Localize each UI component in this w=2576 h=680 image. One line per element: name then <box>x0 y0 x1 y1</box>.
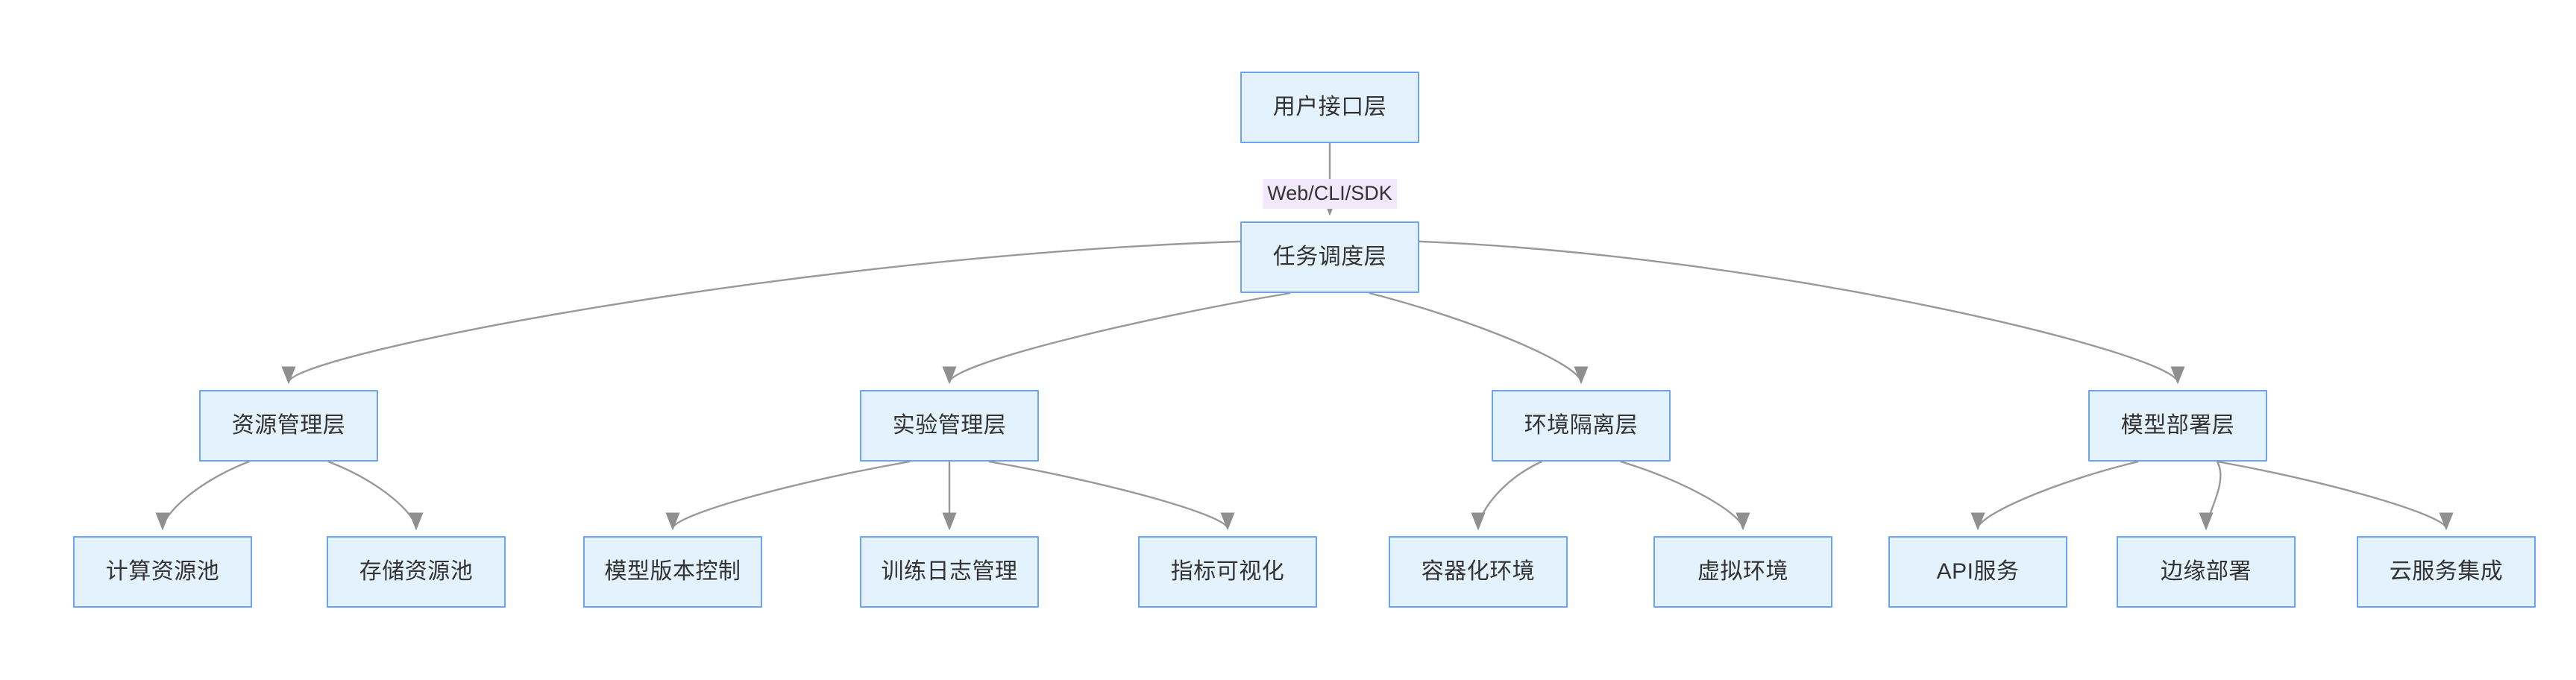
flow-node-n0[interactable]: 用户接口层 <box>1240 72 1419 143</box>
flow-node-label: 存储资源池 <box>359 559 474 584</box>
flow-node-label: 计算资源池 <box>105 559 220 584</box>
edge-n5-to-n14 <box>2199 461 2222 531</box>
flow-node-label: 环境隔离层 <box>1524 413 1639 438</box>
edge-n1-to-n5 <box>1419 240 2185 385</box>
flow-node-n12[interactable]: 虚拟环境 <box>1653 536 1832 608</box>
flow-node-n7[interactable]: 存储资源池 <box>327 536 506 608</box>
edge-n4-to-n12 <box>1620 460 1750 531</box>
flow-node-label: 实验管理层 <box>892 413 1007 438</box>
flow-node-n3[interactable]: 实验管理层 <box>860 390 1039 462</box>
flow-node-n8[interactable]: 模型版本控制 <box>583 536 762 608</box>
flow-node-label: 云服务集成 <box>2389 559 2504 584</box>
flow-node-label: 模型部署层 <box>2120 413 2235 438</box>
flow-node-label: 训练日志管理 <box>881 559 1018 584</box>
flow-node-n4[interactable]: 环境隔离层 <box>1492 390 1671 462</box>
flow-node-n1[interactable]: 任务调度层 <box>1240 221 1419 293</box>
edge-n1-to-n2 <box>281 240 1241 385</box>
flow-node-n11[interactable]: 容器化环境 <box>1389 536 1568 608</box>
edge-n1-to-n4 <box>1369 292 1589 385</box>
edge-label-n0-to-n1: Web/CLI/SDK <box>1263 179 1397 209</box>
edge-n3-to-n8 <box>665 460 911 531</box>
flow-node-label: 边缘部署 <box>2161 559 2252 584</box>
edge-n2-to-n7 <box>327 460 424 531</box>
flow-node-n5[interactable]: 模型部署层 <box>2088 390 2267 462</box>
edge-n5-to-n15 <box>2217 460 2454 531</box>
flow-node-label: 任务调度层 <box>1272 245 1387 269</box>
flow-node-label: 资源管理层 <box>231 413 346 438</box>
edge-n3-to-n10 <box>988 460 1235 531</box>
flow-node-label: 模型版本控制 <box>604 559 741 584</box>
flow-node-n13[interactable]: API服务 <box>1888 536 2067 608</box>
flow-node-n10[interactable]: 指标可视化 <box>1138 536 1317 608</box>
edge-n1-to-n3 <box>942 292 1291 385</box>
edge-n5-to-n13 <box>1970 460 2139 531</box>
flow-node-label: 指标可视化 <box>1170 559 1285 584</box>
flow-node-label: 用户接口层 <box>1272 95 1387 119</box>
flow-node-label: 虚拟环境 <box>1697 559 1788 584</box>
flow-node-label: API服务 <box>1936 559 2020 584</box>
flow-node-n14[interactable]: 边缘部署 <box>2117 536 2296 608</box>
flow-node-n9[interactable]: 训练日志管理 <box>860 536 1039 608</box>
flow-node-n6[interactable]: 计算资源池 <box>73 536 252 608</box>
edge-n2-to-n6 <box>155 460 250 531</box>
flow-node-n2[interactable]: 资源管理层 <box>199 390 378 462</box>
flow-node-n15[interactable]: 云服务集成 <box>2357 536 2536 608</box>
edge-n4-to-n11 <box>1471 460 1542 531</box>
flow-node-label: 容器化环境 <box>1421 559 1536 584</box>
